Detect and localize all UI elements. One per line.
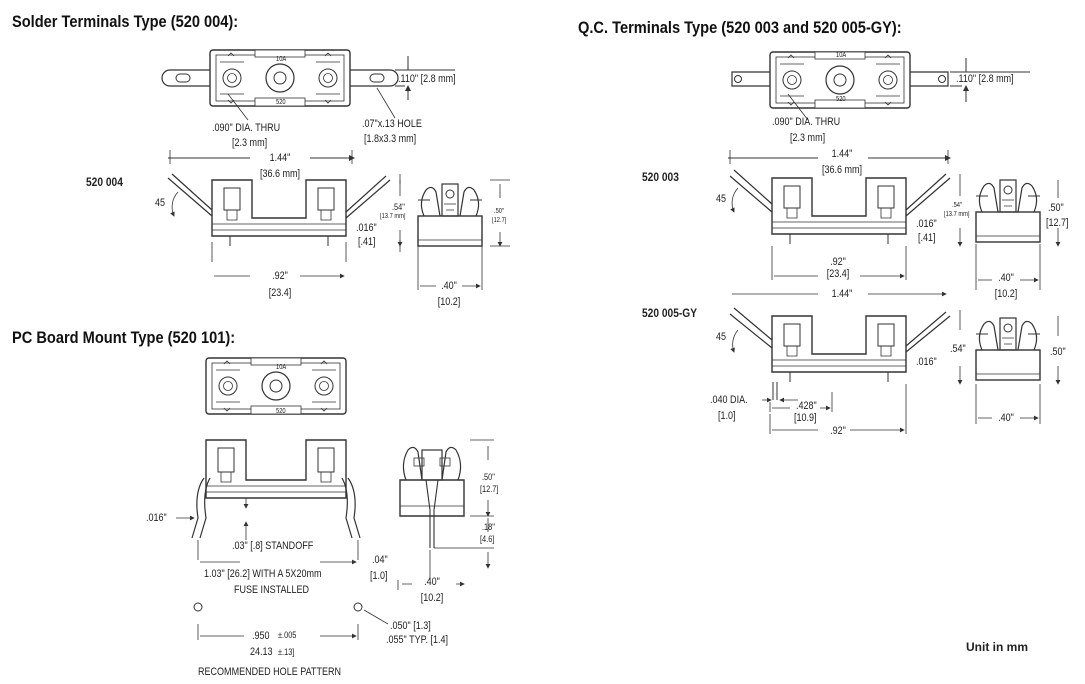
solder-t016: .016" — [356, 222, 377, 234]
pcb-pitch: .950 — [252, 630, 270, 642]
pcb-side-view — [205, 439, 347, 499]
pcb-w40: .40" — [424, 576, 440, 588]
qc-height-top-dim: .110" [2.8 mm] — [956, 73, 1014, 85]
solder-hole-dia: .090" DIA. THRU — [212, 122, 281, 134]
pcb-h18-mm: [4.6] — [480, 534, 495, 544]
pcb-h50-mm: [12.7] — [480, 484, 499, 494]
gy-w40: .40" — [998, 412, 1014, 424]
solder-left-tab — [161, 69, 210, 87]
gy-h54: .54" — [950, 343, 966, 355]
qc-h50-mm: [12.7] — [1046, 217, 1069, 229]
solder-angle: 45 — [155, 197, 166, 209]
model-520-003: 520 003 — [642, 170, 679, 184]
solder-end-view — [417, 183, 483, 247]
pcb-h18: .18" — [482, 522, 495, 532]
pcb-left-pin — [191, 477, 211, 539]
solder-slot-mm: [1.8x3.3 mm] — [364, 133, 417, 145]
qc-w40: .40" — [998, 272, 1014, 284]
pcb-len-fuse: 1.03" [26.2] WITH A 5X20mm — [204, 568, 322, 580]
pcb-t04-mm: [1.0] — [370, 570, 388, 582]
qc-w92: .92" — [830, 256, 846, 268]
solder-h54-mm: [13.7 mm] — [380, 213, 406, 220]
pcb-h50: .50" — [482, 472, 495, 482]
pcb-type-header: PC Board Mount Type (520 101): — [12, 328, 236, 347]
qc-w92-mm: [23.4] — [826, 268, 850, 280]
qc-t016-mm: [.41] — [918, 232, 936, 244]
solder-h54: .54" — [392, 202, 405, 212]
pcb-w40-mm: [10.2] — [420, 592, 444, 604]
qc-right-lead — [905, 173, 951, 217]
solder-h50: .50" — [494, 208, 505, 215]
pcb-t016: .016" — [146, 512, 167, 524]
solder-t016-mm: [.41] — [358, 236, 376, 248]
model-520-005-gy: 520 005-GY — [642, 306, 698, 320]
pcb-len-fuse-2: FUSE INSTALLED — [234, 584, 310, 596]
solder-right-tab — [350, 69, 399, 87]
qc-right-tab — [910, 71, 949, 87]
pcb-t04: .04" — [372, 554, 388, 566]
solder-w92: .92" — [272, 270, 288, 282]
qc-len2-dim: 1.44" — [831, 288, 853, 300]
gy-pin-dia: .040 DIA. — [710, 394, 748, 406]
solder-w92-mm: [23.4] — [268, 287, 292, 299]
solder-hole-dia-mm: [2.3 mm] — [232, 137, 268, 149]
unit-note: Unit in mm — [966, 640, 1028, 654]
gy-w92: .92" — [830, 425, 846, 437]
qc-type-header: Q.C. Terminals Type (520 003 and 520 005… — [578, 18, 902, 37]
gy-left-lead — [729, 307, 773, 349]
gy-pin-dia-mm: [1.0] — [718, 410, 736, 422]
solder-len-mm: [36.6 mm] — [259, 168, 301, 180]
solder-rating-mark: 10A — [276, 56, 287, 63]
gy-side-view — [771, 315, 907, 383]
solder-side-view — [211, 179, 347, 247]
qc-t016: .016" — [916, 218, 937, 230]
solder-slot: .07"x.13 HOLE — [362, 118, 422, 130]
gy-t016: .016" — [916, 356, 937, 368]
solder-w40-mm: [10.2] — [437, 296, 461, 308]
solder-right-lead — [345, 175, 391, 219]
pcb-right-pin — [341, 477, 361, 539]
pcb-part-mark: 520 — [276, 408, 286, 415]
gy-angle: 45 — [716, 331, 727, 343]
qc-h50: .50" — [1048, 202, 1064, 214]
gy-h50: .50" — [1050, 346, 1066, 358]
model-520-004: 520 004 — [86, 175, 123, 189]
solder-type-header: Solder Terminals Type (520 004): — [12, 12, 239, 31]
qc-left-lead — [729, 169, 773, 213]
qc-h54-mm: [13.7 mm] — [944, 211, 970, 218]
pcb-pitch-mm: 24.13 — [250, 646, 273, 658]
qc-side-view — [771, 177, 907, 245]
solder-height-top-dim: .110" [2.8 mm] — [398, 73, 456, 85]
qc-angle: 45 — [716, 193, 727, 205]
gy-w428-mm: [10.9] — [794, 412, 817, 424]
pcb-end-view — [399, 446, 465, 548]
gy-end-view — [975, 317, 1041, 381]
qc-len-mm: [36.6 mm] — [821, 164, 863, 176]
solder-w40: .40" — [441, 280, 457, 292]
pcb-hole-pattern-label: RECOMMENDED HOLE PATTERN — [198, 666, 342, 678]
pcb-pin-a: .050" [1.3] — [390, 620, 431, 632]
pcb-rating-mark: 10A — [276, 364, 287, 371]
pcb-standoff: .03" [.8] STANDOFF — [232, 540, 314, 552]
qc-part-mark: 520 — [836, 96, 846, 103]
qc-hole-dia: .090" DIA. THRU — [772, 116, 841, 128]
qc-h54: .54" — [952, 202, 963, 209]
pcb-pin-b: .055" TYP. [1.4] — [386, 634, 449, 646]
qc-len-dim: 1.44" — [831, 148, 853, 160]
pcb-pitch-tol: ±.005 — [278, 630, 297, 640]
pcb-pitch-mm-tol: ±.13] — [278, 647, 295, 657]
solder-h50-mm: [12.7] — [492, 217, 507, 224]
solder-left-lead — [167, 173, 213, 217]
gy-w428: .428" — [796, 400, 817, 412]
gy-right-lead — [905, 311, 951, 353]
qc-w40-mm: [10.2] — [994, 288, 1018, 300]
solder-len-dim: 1.44" — [269, 152, 291, 164]
solder-part-mark: 520 — [276, 99, 286, 106]
qc-rating-mark: 10A — [836, 52, 847, 59]
qc-left-tab — [731, 71, 770, 87]
qc-hole-dia-mm: [2.3 mm] — [790, 132, 826, 144]
qc-end-view — [975, 179, 1041, 243]
